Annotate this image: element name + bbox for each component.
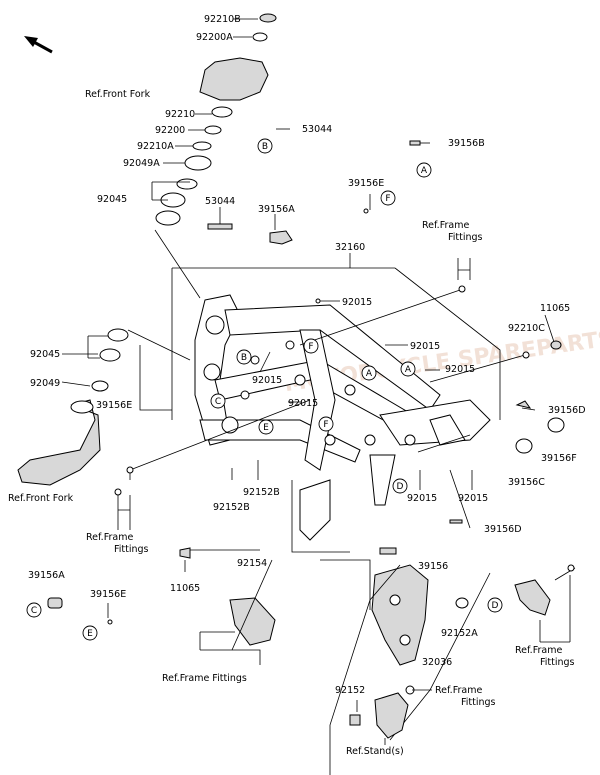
label-39156: 39156 — [418, 561, 448, 572]
svg-text:A: A — [366, 369, 373, 379]
label-39156a-top: 39156A — [258, 204, 295, 215]
part-labels: 92210B 92200A Ref.Front Fork 92210 92200… — [8, 14, 586, 757]
label-ref-frame-fittings-bottom: Ref.Frame Fittings — [162, 673, 247, 684]
label-ref-frame-fittings-left-1: Ref.Frame — [86, 532, 133, 543]
label-39156e-top: 39156E — [348, 178, 384, 189]
label-ref-frame-fittings-b2-1: Ref.Frame — [435, 685, 482, 696]
steering-stem-group — [151, 13, 277, 299]
label-92200a: 92200A — [196, 32, 233, 43]
label-53044-a: 53044 — [205, 196, 235, 207]
label-39156c: 39156C — [508, 477, 545, 488]
label-92015-3: 92015 — [445, 364, 475, 375]
label-92152: 92152 — [335, 685, 365, 696]
lower-bracket-front-fork — [17, 328, 191, 486]
label-92210c: 92210C — [508, 323, 545, 334]
bracket-d — [514, 564, 576, 643]
part-39156a-pad — [269, 230, 293, 245]
label-ref-stands: Ref.Stand(s) — [346, 746, 404, 757]
stand-bracket — [349, 685, 432, 745]
label-92152b-2: 92152B — [213, 502, 250, 513]
label-53044-b: 53044 — [302, 124, 332, 135]
label-92210: 92210 — [165, 109, 195, 120]
label-39156e-bottom: 39156E — [90, 589, 126, 600]
label-11065-r: 11065 — [540, 303, 570, 314]
label-92015-6: 92015 — [407, 493, 437, 504]
label-ref-frame-fittings-tr-2: Fittings — [448, 232, 483, 243]
label-11065-l: 11065 — [170, 583, 200, 594]
svg-text:B: B — [262, 142, 268, 152]
label-92210b: 92210B — [204, 14, 241, 25]
part-39156b-pad — [409, 140, 421, 146]
label-39156a-bottom: 39156A — [28, 570, 65, 581]
label-92045-left: 92045 — [30, 349, 60, 360]
label-92210a: 92210A — [137, 141, 174, 152]
label-39156d-2: 39156D — [484, 524, 522, 535]
marker-circles: A B F F B A A C F E D C E D — [26, 138, 503, 641]
svg-text:A: A — [405, 365, 412, 375]
label-92154: 92154 — [237, 558, 267, 569]
svg-text:C: C — [31, 606, 37, 616]
label-92015-2: 92015 — [410, 341, 440, 352]
label-ref-frame-fittings-b2-2: Fittings — [461, 697, 496, 708]
label-ref-front-fork-top: Ref.Front Fork — [85, 89, 151, 100]
svg-text:F: F — [385, 194, 390, 204]
svg-text:C: C — [215, 397, 221, 407]
svg-text:E: E — [87, 629, 93, 639]
svg-text:F: F — [308, 342, 313, 352]
svg-text:E: E — [263, 423, 269, 433]
label-92152b-1: 92152B — [243, 487, 280, 498]
label-39156e-mid: 39156E — [96, 400, 132, 411]
svg-text:B: B — [241, 353, 247, 363]
svg-text:D: D — [397, 482, 404, 492]
direction-arrow-icon — [24, 36, 53, 54]
label-39156d-1: 39156D — [548, 405, 586, 416]
label-39156b: 39156B — [448, 138, 485, 149]
label-ref-frame-fittings-left-2: Fittings — [114, 544, 149, 555]
label-39156f: 39156F — [541, 453, 577, 464]
label-ref-frame-fittings-br-1: Ref.Frame — [515, 645, 562, 656]
label-92015-1: 92015 — [342, 297, 372, 308]
label-92049a: 92049A — [123, 158, 160, 169]
label-ref-frame-fittings-tr-1: Ref.Frame — [422, 220, 469, 231]
main-frame — [139, 267, 501, 610]
svg-text:A: A — [421, 166, 428, 176]
label-32036: 32036 — [422, 657, 452, 668]
label-32160: 32160 — [335, 242, 365, 253]
label-ref-front-fork-bottom: Ref.Front Fork — [8, 493, 74, 504]
label-92015-5: 92015 — [288, 398, 318, 409]
svg-text:D: D — [492, 601, 499, 611]
svg-text:F: F — [323, 420, 328, 430]
label-ref-frame-fittings-br-2: Fittings — [540, 657, 575, 668]
label-92152a: 92152A — [441, 628, 478, 639]
label-92200: 92200 — [155, 125, 185, 136]
label-92015-7: 92015 — [458, 493, 488, 504]
label-92015-4: 92015 — [252, 375, 282, 386]
label-92045-top: 92045 — [97, 194, 127, 205]
label-92049: 92049 — [30, 378, 60, 389]
engine-bracket-32036 — [329, 547, 491, 775]
part-53044 — [207, 223, 233, 230]
